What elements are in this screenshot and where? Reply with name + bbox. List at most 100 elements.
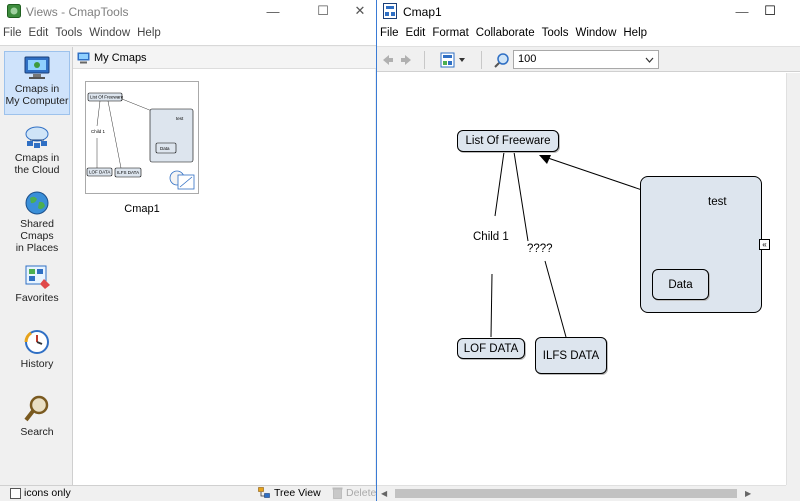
horizontal-scrollbar[interactable]: ◀ ▶ (377, 485, 786, 501)
view-label-line2: in Places (15, 242, 59, 254)
cmap-view-icon (440, 52, 455, 68)
cmap-window-title: Cmap1 (403, 5, 442, 19)
view-cmaps-in-my-computer[interactable]: Cmaps in My Computer (4, 51, 70, 115)
favorites-icon (25, 265, 50, 289)
menu-format[interactable]: Format (432, 27, 469, 39)
view-style-dropdown[interactable] (440, 51, 466, 69)
view-search[interactable]: Search (4, 391, 70, 443)
cmap-menubar: File Edit Format Collaborate Tools Windo… (377, 23, 800, 43)
vertical-scrollbar[interactable] (786, 73, 800, 485)
concept-node-root[interactable]: List Of Freeware (457, 130, 559, 152)
view-label-line2: My Computer (5, 95, 69, 107)
menu-file[interactable]: File (380, 27, 399, 39)
icons-only-checkbox[interactable] (10, 488, 21, 499)
cmap-file-icon (169, 170, 195, 190)
cmap-toolbar: 100 (377, 46, 800, 72)
concept-child-1[interactable]: Child 1 (473, 231, 509, 243)
scroll-left-arrow-icon[interactable]: ◀ (381, 489, 388, 498)
zoom-combobox[interactable]: 100 (513, 50, 659, 69)
link-root-to-child[interactable] (494, 151, 505, 217)
cmaptools-app-icon (7, 4, 21, 18)
view-label-line1: Search (20, 426, 54, 438)
zoom-value: 100 (518, 53, 537, 65)
menu-edit[interactable]: Edit (405, 27, 426, 39)
menu-tools[interactable]: Tools (541, 27, 569, 39)
back-arrow-icon (383, 55, 393, 65)
scrollbar-corner (786, 485, 800, 501)
minimize-button[interactable]: — (266, 3, 280, 19)
view-label-line1: Shared Cmaps (20, 218, 54, 242)
toolbar-separator (481, 51, 482, 69)
view-label-line1: Cmaps in (14, 152, 60, 164)
thumb-ilfs-text: ILFS DATA (117, 170, 139, 175)
scroll-right-arrow-icon[interactable]: ▶ (745, 489, 752, 498)
views-body: Cmaps in My Computer Cmaps in the Cloud (0, 45, 376, 485)
thumb-root-text: List Of Freeware (90, 95, 124, 100)
menu-help[interactable]: Help (137, 27, 161, 39)
concept-node-lof-data[interactable]: LOF DATA (457, 338, 525, 359)
views-window-title: Views - CmapTools (26, 5, 129, 19)
thumbnail-preview: List Of Freeware Child 1 test Data LOF D… (86, 92, 195, 190)
view-label-line2: the Cloud (14, 164, 60, 176)
forward-button[interactable] (400, 51, 412, 69)
menu-window[interactable]: Window (89, 27, 131, 39)
chevron-down-icon (645, 57, 654, 63)
link-label-question[interactable]: ???? (527, 243, 553, 255)
menu-edit[interactable]: Edit (28, 27, 49, 39)
globe-icon (25, 191, 49, 215)
views-statusbar: icons only Tree View Delete (0, 485, 376, 501)
link-question-to-ilfs[interactable] (544, 260, 567, 338)
view-label-line1: Favorites (15, 292, 59, 304)
cmap-editor-window: Cmap1 — ☐ File Edit Format Collaborate T… (377, 0, 800, 501)
view-cmaps-in-the-cloud[interactable]: Cmaps in the Cloud (4, 121, 70, 181)
view-favorites[interactable]: Favorites (4, 259, 70, 311)
delete-label: Delete (346, 487, 377, 499)
panel-header: My Cmaps (73, 47, 376, 69)
thumb-data-text: Data (160, 146, 170, 151)
view-label-line1: Cmaps in (14, 83, 60, 95)
cmap-titlebar: Cmap1 — ☐ (377, 0, 800, 22)
zoom-button[interactable] (494, 51, 510, 69)
cmap-thumbnail[interactable]: List Of Freeware Child 1 test Data LOF D… (85, 81, 199, 194)
horizontal-scroll-thumb[interactable] (395, 489, 737, 498)
tree-view-label: Tree View (274, 487, 321, 499)
chevron-down-icon (459, 58, 465, 62)
collapse-group-button[interactable]: « (759, 239, 770, 250)
views-sidebar: Cmaps in My Computer Cmaps in the Cloud (1, 47, 71, 485)
close-button[interactable]: ✕ (354, 3, 366, 18)
forward-arrow-icon (401, 55, 411, 65)
magnifier-icon (24, 395, 49, 422)
view-shared-cmaps-in-places[interactable]: Shared Cmaps in Places (4, 187, 70, 254)
concept-node-ilfs-data[interactable]: ILFS DATA (535, 337, 607, 374)
menu-tools[interactable]: Tools (55, 27, 83, 39)
history-clock-icon (24, 330, 49, 354)
cloud-network-icon (25, 126, 49, 148)
delete-button[interactable]: Delete (332, 487, 376, 499)
view-history[interactable]: History (4, 325, 70, 377)
computer-icon (24, 56, 50, 79)
my-cmaps-panel: My Cmaps List Of Freeware Child 1 test D… (72, 47, 376, 485)
views-menubar: File Edit Tools Window Help (0, 23, 376, 43)
computer-small-icon (77, 52, 90, 63)
panel-title: My Cmaps (94, 51, 147, 64)
menu-file[interactable]: File (3, 27, 22, 39)
tree-view-icon (258, 487, 270, 498)
minimize-button[interactable]: — (735, 3, 749, 19)
back-button[interactable] (382, 51, 394, 69)
group-title-test[interactable]: test (708, 196, 727, 208)
menu-collaborate[interactable]: Collaborate (475, 27, 535, 39)
concept-node-data[interactable]: Data (652, 269, 709, 300)
tree-view-button[interactable]: Tree View (258, 487, 321, 499)
link-root-to-question[interactable] (513, 151, 529, 242)
link-child-to-lof[interactable] (490, 273, 493, 338)
menu-window[interactable]: Window (575, 27, 617, 39)
thumb-child-text: Child 1 (91, 129, 106, 134)
maximize-button[interactable]: ☐ (764, 3, 776, 18)
concept-map-canvas[interactable]: test Data « List Of Freeware Child 1 ???… (377, 73, 786, 485)
maximize-button[interactable]: ☐ (317, 3, 329, 18)
toolbar-separator (424, 51, 425, 69)
views-window: Views - CmapTools — ☐ ✕ File Edit Tools … (0, 0, 377, 501)
cmap-thumbnail-label[interactable]: Cmap1 (124, 203, 160, 215)
cmap-document-icon (383, 3, 397, 19)
menu-help[interactable]: Help (623, 27, 648, 39)
